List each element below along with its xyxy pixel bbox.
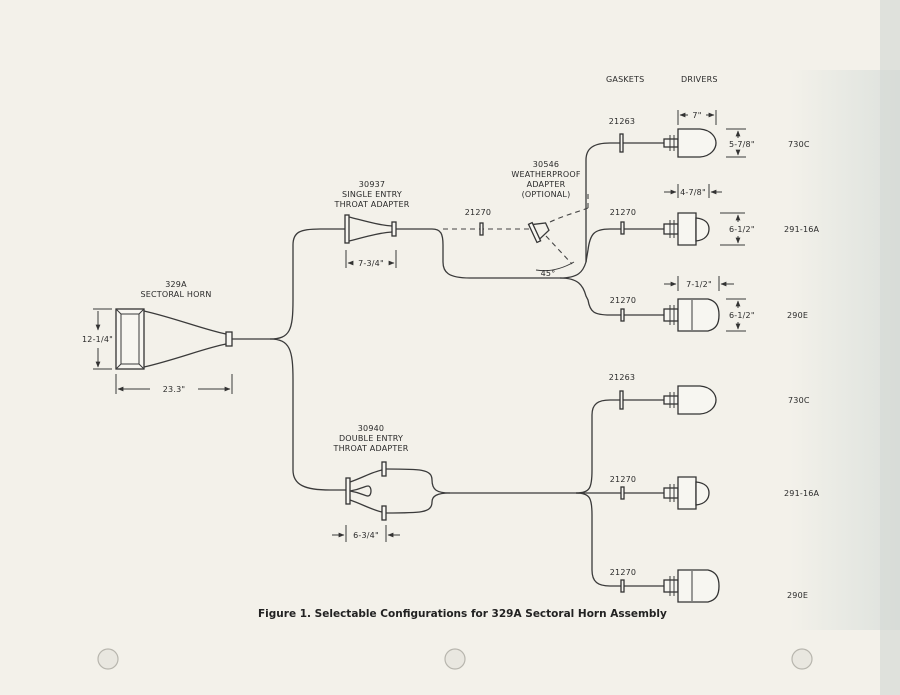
single-entry-adapter: 30937 SINGLE ENTRY THROAT ADAPTER 7-3/4": [334, 180, 410, 268]
branch-3-width-dim: 7-1/2": [686, 280, 712, 289]
branch-5: 21270 291-16A: [610, 475, 820, 510]
double-adapter-length-dim: 6-3/4": [353, 531, 379, 540]
branch-2-width-dim: 4-7/8": [680, 188, 706, 197]
double-entry-adapter: 30940 DOUBLE ENTRY THROAT ADAPTER 6-3/4": [332, 399, 664, 587]
branch-6: 21270 290E: [610, 568, 808, 603]
branch-1-gasket: 21263: [609, 117, 635, 126]
figure-caption: Figure 1. Selectable Configurations for …: [258, 608, 667, 620]
branch-6-model: 290E: [787, 591, 808, 600]
branch-3-gasket: 21270: [610, 296, 636, 305]
page-edge: [880, 0, 900, 695]
branch-2-model: 291-16A: [784, 225, 820, 234]
sectoral-horn: 329A SECTORAL HORN 12-1/4" 23.3": [82, 280, 233, 394]
single-adapter-name-2: THROAT ADAPTER: [334, 200, 410, 209]
branch-2: 21270 4-7/8" 6-1/2" 291-16A: [610, 184, 820, 246]
connector-to-double: [269, 338, 346, 491]
horn-height-dim: 12-1/4": [82, 335, 113, 344]
weatherproof-angle: 45°: [541, 269, 556, 278]
double-adapter-name-2: THROAT ADAPTER: [333, 444, 409, 453]
weatherproof-line2: ADAPTER: [527, 180, 566, 189]
weatherproof-adapter: 30546 WEATHERPROOF ADAPTER (OPTIONAL) 45…: [511, 160, 589, 278]
connector-to-single: [232, 228, 345, 340]
branch-5-gasket: 21270: [610, 475, 636, 484]
connector-single-top: [585, 142, 664, 262]
binder-hole-center: [444, 648, 466, 670]
weatherproof-part: 30546: [533, 160, 559, 169]
branch-4-model: 730C: [788, 396, 810, 405]
double-adapter-name-1: DOUBLE ENTRY: [339, 434, 403, 443]
branch-3-height-dim: 6-1/2": [729, 311, 755, 320]
connector-single-mid: [396, 228, 664, 279]
binder-hole-left: [97, 648, 119, 670]
branch-6-gasket: 21270: [610, 568, 636, 577]
single-adapter-length-dim: 7-3/4": [358, 259, 384, 268]
horn-length-dim: 23.3": [163, 385, 186, 394]
branch-2-height-dim: 6-1/2": [729, 225, 755, 234]
weatherproof-line3: (OPTIONAL): [522, 190, 571, 199]
single-adapter-part: 30937: [359, 180, 385, 189]
single-adapter-name-1: SINGLE ENTRY: [342, 190, 402, 199]
horn-name: SECTORAL HORN: [140, 290, 211, 299]
branch-4: 21263 730C: [609, 373, 810, 415]
connector-single-low: [559, 277, 664, 316]
branch-1-height-dim: 5-7/8": [729, 140, 755, 149]
connector-double-low: [575, 492, 664, 587]
binder-holes: [97, 648, 813, 670]
double-adapter-part: 30940: [358, 424, 384, 433]
branch-3-model: 290E: [787, 311, 808, 320]
gaskets-header: GASKETS: [606, 75, 644, 84]
drivers-header: DRIVERS: [681, 75, 718, 84]
branch-1-width-dim: 7": [692, 111, 701, 120]
branch-1-model: 730C: [788, 140, 810, 149]
branch-5-model: 291-16A: [784, 489, 820, 498]
branch-4-gasket: 21263: [609, 373, 635, 382]
branch-1: 21263 7" 5-7/8" 730C: [609, 110, 810, 158]
horn-part-number: 329A: [165, 280, 187, 289]
weatherproof-gasket: 21270: [465, 208, 491, 217]
weatherproof-line1: WEATHERPROOF: [511, 170, 581, 179]
branch-3: 21270 7-1/2" 6-1/2" 290E: [610, 276, 808, 332]
binder-hole-right: [791, 648, 813, 670]
branch-2-gasket: 21270: [610, 208, 636, 217]
